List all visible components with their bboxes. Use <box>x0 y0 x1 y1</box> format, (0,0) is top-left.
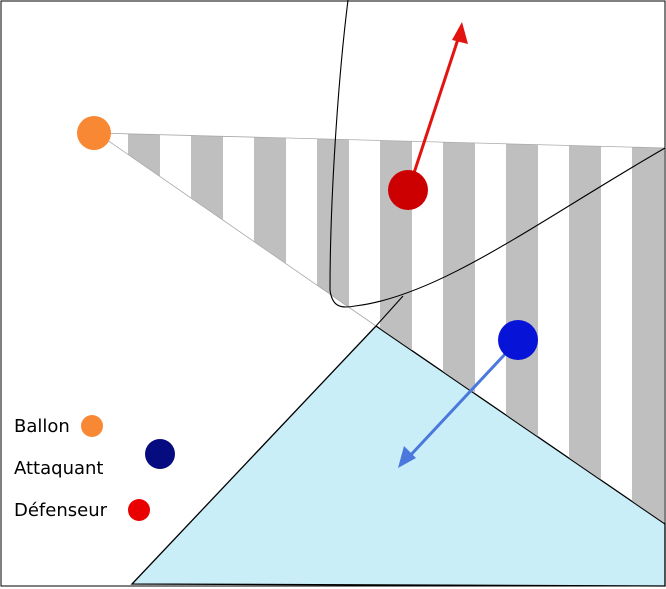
legend-ball-label: Ballon <box>14 416 70 437</box>
legend-ball-marker <box>81 415 103 437</box>
shadow-top-edge <box>96 132 666 149</box>
shadow-stripe <box>569 133 601 524</box>
shadow-boundary <box>375 325 666 525</box>
legend-defender-label: Défenseur <box>14 500 108 521</box>
zone-apex-line <box>375 295 404 327</box>
attacker-arrow <box>398 350 509 468</box>
legend: Ballon Attaquant Défenseur <box>14 415 175 521</box>
legend-attacker-label: Attaquant <box>14 458 103 479</box>
defender-arrow <box>411 22 468 177</box>
attacker-player <box>498 320 538 360</box>
defender-reach-curve <box>329 0 666 308</box>
legend-attacker-marker <box>145 439 175 469</box>
shadow-stripe <box>632 133 664 524</box>
defender-player <box>388 170 428 210</box>
ball-marker <box>77 116 111 150</box>
shadow-lower-edge <box>96 132 377 327</box>
legend-defender-marker <box>128 499 150 521</box>
